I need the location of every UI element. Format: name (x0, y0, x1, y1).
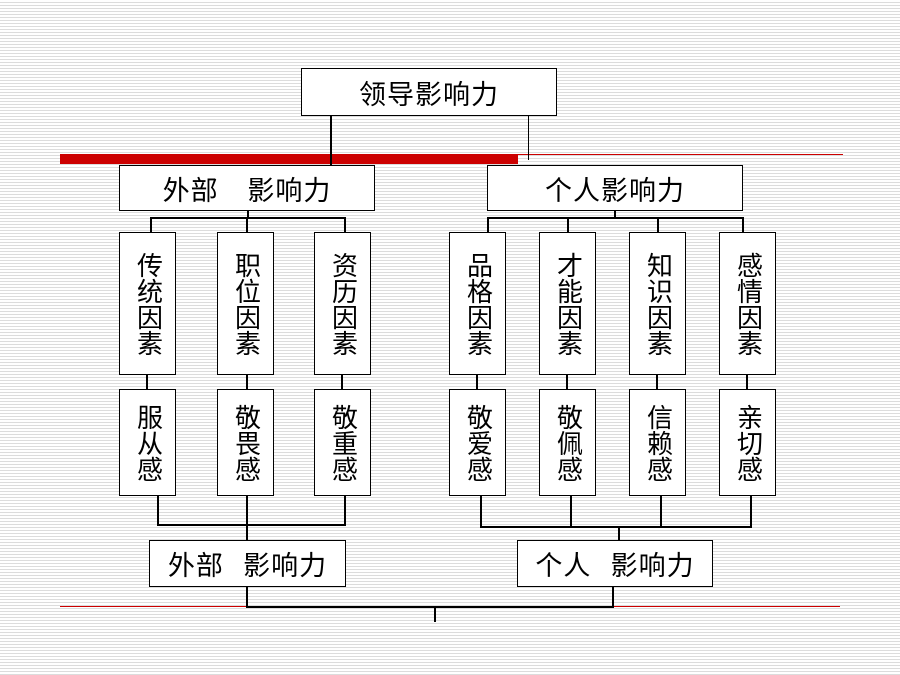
left-summary: 外部 影响力 (149, 540, 346, 587)
factor-box: 知识因素 (629, 232, 686, 375)
right-summary: 个人 影响力 (517, 540, 713, 587)
feeling-box: 敬重感 (314, 389, 371, 496)
feeling-label: 敬重感 (327, 403, 358, 482)
factor-label: 资历因素 (327, 251, 358, 356)
factor-box: 品格因素 (449, 232, 506, 375)
factor-box: 感情因素 (719, 232, 776, 375)
left-branch-title-label: 外部 影响力 (162, 175, 332, 207)
feeling-box: 信赖感 (629, 389, 686, 496)
feeling-box: 服从感 (119, 389, 176, 496)
feeling-label: 敬爱感 (462, 403, 493, 482)
factor-label: 才能因素 (552, 251, 583, 356)
root-node: 领导影响力 (301, 68, 557, 116)
root-label: 领导影响力 (359, 79, 499, 111)
feeling-label: 敬畏感 (230, 403, 261, 482)
feeling-label: 亲切感 (732, 403, 763, 482)
feeling-box: 敬畏感 (217, 389, 274, 496)
factor-box: 才能因素 (539, 232, 596, 375)
factor-label: 品格因素 (462, 251, 493, 356)
factor-label: 感情因素 (732, 251, 763, 356)
feeling-label: 服从感 (132, 403, 163, 482)
factor-label: 知识因素 (642, 251, 673, 356)
feeling-label: 敬佩感 (552, 403, 583, 482)
factor-label: 职位因素 (230, 251, 261, 356)
left-branch-title: 外部 影响力 (119, 165, 375, 211)
factor-box: 传统因素 (119, 232, 176, 375)
factor-box: 资历因素 (314, 232, 371, 375)
feeling-box: 亲切感 (719, 389, 776, 496)
right-branch-title: 个人影响力 (487, 165, 743, 211)
feeling-box: 敬佩感 (539, 389, 596, 496)
left-summary-label: 外部 影响力 (167, 551, 328, 582)
accent-red-bar (60, 154, 518, 164)
factor-box: 职位因素 (217, 232, 274, 375)
feeling-label: 信赖感 (642, 403, 673, 482)
accent-red-line-top (518, 154, 843, 155)
factor-label: 传统因素 (132, 251, 163, 356)
right-summary-label: 个人 影响力 (535, 551, 695, 582)
right-branch-title-label: 个人影响力 (545, 175, 685, 207)
feeling-box: 敬爱感 (449, 389, 506, 496)
